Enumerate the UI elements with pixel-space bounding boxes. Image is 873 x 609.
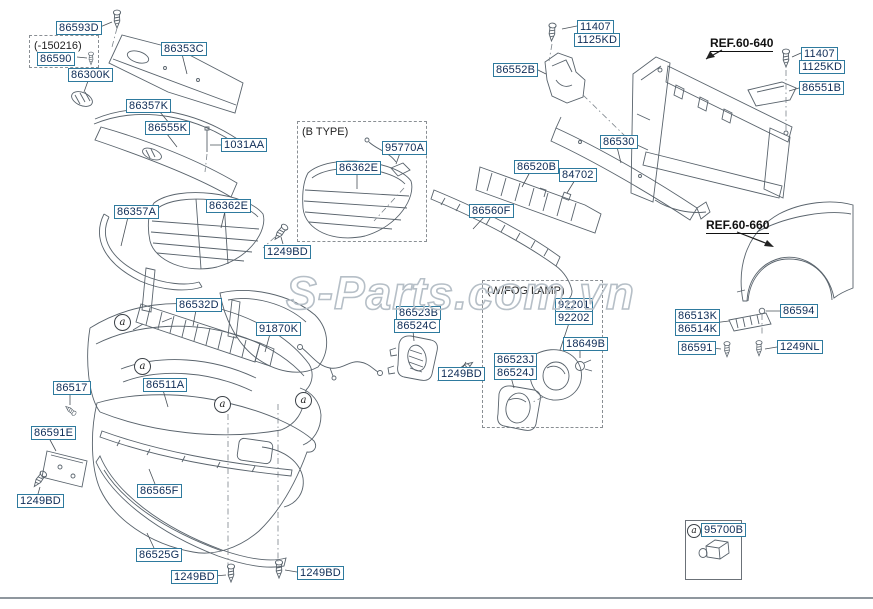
sensor-art <box>698 539 730 560</box>
part-label-95700b[interactable]: 95700B <box>701 523 747 537</box>
part-label-92202[interactable]: 92202 <box>555 311 593 325</box>
date-range-box <box>29 35 99 68</box>
part-label-1249bd-2[interactable]: 1249BD <box>17 494 64 508</box>
note-date-range: (-150216) <box>34 40 82 52</box>
fog-lamp-box <box>482 280 603 428</box>
part-label-1249bd-3[interactable]: 1249BD <box>171 570 218 584</box>
part-label-1125kd-1[interactable]: 1125KD <box>574 33 621 47</box>
emblem-art <box>71 91 93 107</box>
part-label-95770a[interactable]: 95770A <box>382 141 428 155</box>
part-label-86300k[interactable]: 86300K <box>68 68 114 82</box>
bracket-86552b-art <box>544 52 586 104</box>
radiator-support-art <box>630 56 793 213</box>
part-label-86357a[interactable]: 86357A <box>114 205 160 219</box>
energy-absorber-art <box>135 267 275 367</box>
part-label-86565f[interactable]: 86565F <box>137 484 182 498</box>
bumper-lower-art <box>91 387 322 554</box>
ref-60-640-link[interactable]: REF.60-640 <box>710 36 774 52</box>
part-label-86523b[interactable]: 86523B <box>396 306 442 320</box>
side-cover-art <box>219 290 328 373</box>
part-label-86514k[interactable]: 86514K <box>675 322 721 336</box>
part-label-11407-1[interactable]: 11407 <box>577 20 614 34</box>
leader-lines <box>37 21 802 577</box>
ref-60-660-link[interactable]: REF.60-660 <box>706 218 770 234</box>
part-label-86552b[interactable]: 86552B <box>493 63 539 77</box>
marker-a-5: a <box>687 524 701 538</box>
marker-a-3: a <box>214 396 231 413</box>
fender-art <box>736 201 854 302</box>
part-label-86551b[interactable]: 86551B <box>799 81 845 95</box>
fog-bezel-art <box>387 335 438 381</box>
part-label-86590[interactable]: 86590 <box>37 52 75 66</box>
part-label-86555k[interactable]: 86555K <box>145 121 191 135</box>
marker-a-1: a <box>114 314 131 331</box>
lower-lip-art <box>95 455 287 568</box>
bracket-86551b-art <box>747 81 797 107</box>
part-label-86523j[interactable]: 86523J <box>494 353 538 367</box>
part-label-84702[interactable]: 84702 <box>559 168 597 182</box>
harness-art <box>297 344 383 381</box>
part-label-86591e[interactable]: 86591E <box>31 426 77 440</box>
b-type-box <box>297 121 427 242</box>
part-label-1125kd-2[interactable]: 1125KD <box>799 60 846 74</box>
bolt-1031aa-art <box>204 126 210 152</box>
part-label-18649b[interactable]: 18649B <box>563 337 609 351</box>
part-label-1031aa[interactable]: 1031AA <box>221 138 268 152</box>
part-label-86524c[interactable]: 86524C <box>394 319 440 333</box>
part-label-86511a[interactable]: 86511A <box>143 378 188 392</box>
bottom-divider <box>0 597 873 599</box>
part-label-86532d[interactable]: 86532D <box>176 298 222 312</box>
part-label-86591[interactable]: 86591 <box>678 341 716 355</box>
part-label-86517[interactable]: 86517 <box>53 381 91 395</box>
grille-a-art <box>147 192 265 270</box>
bumper-upper-art <box>87 303 313 436</box>
chrome-strip-art <box>99 213 203 291</box>
part-label-86524j[interactable]: 86524J <box>494 366 538 380</box>
construction-lines <box>111 27 787 566</box>
license-bracket-art <box>41 450 88 488</box>
ref-arrows <box>705 49 774 247</box>
grille-upper-cover-art <box>108 34 244 114</box>
part-label-86530[interactable]: 86530 <box>600 135 638 149</box>
clip-84702-art <box>561 191 572 201</box>
part-label-1249bd-4[interactable]: 1249BD <box>297 566 344 580</box>
part-label-1249nl[interactable]: 1249NL <box>777 340 823 354</box>
bumper-beam-art <box>550 116 711 221</box>
part-label-92201[interactable]: 92201 <box>555 298 593 312</box>
part-label-86513k[interactable]: 86513K <box>675 309 721 323</box>
part-label-86593d[interactable]: 86593D <box>56 21 102 35</box>
marker-a-4: a <box>295 392 312 409</box>
note-b-type: (B TYPE) <box>302 126 349 138</box>
marker-a-2: a <box>134 358 151 375</box>
part-label-86594[interactable]: 86594 <box>780 304 818 318</box>
part-label-86560f[interactable]: 86560F <box>469 204 514 218</box>
part-label-91870k[interactable]: 91870K <box>256 322 302 336</box>
part-label-86362e-2[interactable]: 86362E <box>336 161 382 175</box>
part-label-86525g[interactable]: 86525G <box>136 548 183 562</box>
part-label-11407-2[interactable]: 11407 <box>801 47 838 61</box>
fender-bracket-art <box>728 307 772 332</box>
foam-absorber-art <box>475 166 602 234</box>
part-label-86357k[interactable]: 86357K <box>126 99 172 113</box>
part-label-1249bd-5[interactable]: 1249BD <box>438 367 485 381</box>
lower-strip-art <box>99 430 293 477</box>
note-w-fog-lamp: (W/FOG LAMP) <box>487 285 565 297</box>
part-label-86520b[interactable]: 86520B <box>514 160 560 174</box>
part-label-86362e-1[interactable]: 86362E <box>206 199 252 213</box>
part-label-1249bd-1[interactable]: 1249BD <box>264 245 311 259</box>
fog-cover-art <box>497 385 541 431</box>
part-label-86353c[interactable]: 86353C <box>161 42 207 56</box>
